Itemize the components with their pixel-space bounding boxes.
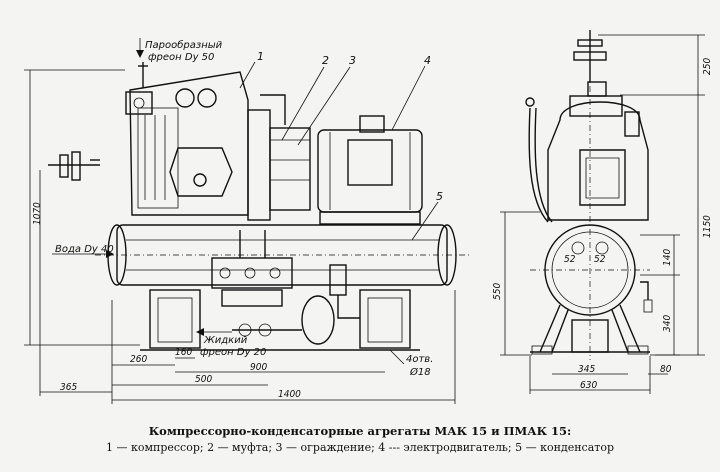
receiver [301, 295, 335, 345]
water-inlet [48, 151, 100, 181]
dim-52-left: 52 [564, 254, 576, 265]
valve-block [211, 230, 360, 345]
dim-630: 630 [580, 380, 597, 391]
dim-345: 345 [578, 364, 595, 375]
hole-dia-label: Ø18 [409, 366, 431, 378]
callout-4: 4 [424, 54, 431, 67]
side-top-flange [573, 30, 607, 82]
caption-legend: 1 — компрессор; 2 — муфта; 3 — ограждени… [105, 441, 615, 454]
side-view: 52 52 250 1150 [492, 30, 713, 394]
side-motor-casing [547, 101, 649, 221]
front-view: 1 2 3 4 5 Парообразный фреон Dу 50 Вода … [24, 38, 470, 404]
front-dimensions: 1070 260 160 900 500 365 1400 [24, 69, 456, 404]
dim-365: 365 [60, 382, 77, 393]
side-dimensions: 250 1150 550 140 340 345 80 630 [492, 34, 713, 394]
dim-340: 340 [662, 315, 673, 332]
callout-1: 1 [257, 50, 264, 63]
dim-1070: 1070 [32, 202, 43, 225]
callout-3: 3 [349, 54, 356, 67]
liquid-label: Жидкий [203, 335, 248, 346]
dim-1150: 1150 [702, 215, 713, 238]
dim-250: 250 [702, 58, 713, 75]
dim-550: 550 [492, 283, 503, 300]
support-right [359, 289, 411, 349]
dim-160: 160 [175, 347, 192, 358]
figure-caption: Компрессорно-конденсаторные агрегаты МАК… [0, 424, 720, 454]
electric-motor [317, 115, 423, 225]
holes-label: 4отв. [406, 354, 433, 365]
dim-52-right: 52 [594, 254, 606, 265]
compressor-head [169, 147, 233, 197]
callout-5: 5 [436, 190, 443, 203]
technical-drawing: 1 2 3 4 5 Парообразный фреон Dу 50 Вода … [24, 30, 713, 404]
caption-title: Компрессорно-конденсаторные агрегаты МАК… [148, 424, 572, 438]
water-label: Вода Dу 40 [55, 244, 114, 255]
dim-500: 500 [195, 374, 212, 385]
pressure-gauge-right [197, 88, 217, 108]
coupling-guard [247, 94, 311, 221]
dim-80: 80 [660, 364, 672, 375]
liquid-freon-dn-label: фреон Dу 20 [200, 347, 266, 358]
dim-260: 260 [130, 354, 147, 365]
side-valve-top [569, 95, 623, 117]
support-left [149, 289, 201, 349]
vapor-freon-label: Парообразный [145, 39, 223, 51]
dim-1400: 1400 [278, 389, 301, 400]
callout-2: 2 [322, 54, 329, 67]
dim-900: 900 [250, 362, 267, 373]
dim-140: 140 [662, 249, 673, 266]
vapor-freon-dn-label: фреон Dу 50 [148, 52, 214, 63]
compressor [125, 71, 249, 216]
pressure-gauge-left [175, 88, 195, 108]
